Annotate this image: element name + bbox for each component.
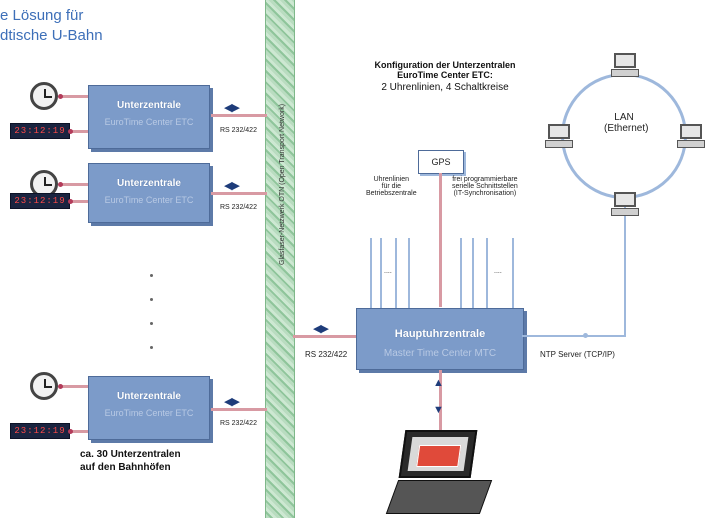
clock-link bbox=[60, 95, 88, 98]
clock-line bbox=[380, 238, 382, 308]
wall-clock-icon bbox=[30, 372, 58, 400]
link-dot bbox=[58, 182, 63, 187]
substation-subtitle: EuroTime Center ETC bbox=[104, 117, 194, 127]
clock-link bbox=[60, 385, 88, 388]
clock-lines-line1: Uhrenlinien bbox=[373, 176, 409, 183]
backbone-label: Glasfaser-Netzwerk OTN (Open Transport N… bbox=[279, 103, 286, 265]
computer-icon bbox=[545, 124, 573, 150]
substation-subtitle: EuroTime Center ETC bbox=[104, 195, 194, 205]
configuration-heading: Konfiguration der Unterzentralen EuroTim… bbox=[345, 60, 545, 93]
serial-line1: frei programmierbare bbox=[452, 176, 518, 183]
bidirectional-arrow-icon: ◀▶ bbox=[224, 396, 240, 408]
interface-label: RS 232/422 bbox=[220, 420, 257, 427]
laptop-screen bbox=[398, 430, 478, 478]
link-dot bbox=[58, 94, 63, 99]
substation-link bbox=[211, 114, 267, 117]
display-link bbox=[70, 200, 88, 203]
laptop-icon bbox=[385, 430, 493, 518]
diagram-title-line1: e Lösung für bbox=[0, 7, 84, 24]
clock-lines-line2: für die bbox=[381, 183, 402, 190]
master-name: Hauptuhrzentrale bbox=[394, 328, 486, 340]
display-link bbox=[70, 130, 88, 133]
substation-name: Unterzentrale bbox=[117, 178, 181, 189]
substation-subtitle: EuroTime Center ETC bbox=[104, 408, 194, 418]
interface-label: RS 232/422 bbox=[220, 127, 257, 134]
down-arrow-icon: ▼ bbox=[433, 404, 444, 416]
ellipsis-dot bbox=[150, 274, 153, 277]
diagram-title-line2: dtische U-Bahn bbox=[0, 27, 103, 44]
serial-line bbox=[512, 238, 514, 308]
substation-link bbox=[211, 408, 267, 411]
link-dot bbox=[68, 199, 73, 204]
up-arrow-icon: ▲ bbox=[433, 377, 444, 389]
link-dot bbox=[68, 129, 73, 134]
clock-link bbox=[60, 183, 88, 186]
ntp-label: NTP Server (TCP/IP) bbox=[540, 350, 615, 359]
ellipsis-dot bbox=[150, 346, 153, 349]
serial-line bbox=[486, 238, 488, 308]
ntp-link bbox=[522, 335, 626, 337]
serial-line2: serielle Schnittstellen bbox=[452, 183, 518, 190]
substation-name: Unterzentrale bbox=[117, 100, 181, 111]
lan-line2: (Ethernet) bbox=[604, 123, 649, 134]
clock-line bbox=[395, 238, 397, 308]
ellipsis-dot bbox=[150, 322, 153, 325]
configuration-line1: Konfiguration der Unterzentralen bbox=[374, 60, 516, 70]
computer-icon bbox=[611, 53, 639, 79]
lan-label: LAN (Ethernet) bbox=[604, 112, 649, 134]
clock-line bbox=[370, 238, 372, 308]
clock-line bbox=[408, 238, 410, 308]
substation-link bbox=[211, 192, 267, 195]
digital-clock-display: 23:12:19 bbox=[10, 123, 70, 139]
master-link bbox=[293, 335, 356, 338]
note-line2: auf den Bahnhöfen bbox=[80, 462, 171, 473]
ntp-link-vertical bbox=[624, 198, 626, 337]
note-line1: ca. 30 Unterzentralen bbox=[80, 449, 181, 460]
master-time-center-box: Hauptuhrzentrale Master Time Center MTC bbox=[356, 308, 524, 370]
clock-lines-line3: Betriebszentrale bbox=[366, 190, 417, 197]
link-dot bbox=[58, 384, 63, 389]
configuration-line2: EuroTime Center ETC: bbox=[397, 70, 493, 80]
wall-clock-icon bbox=[30, 82, 58, 110]
clock-lines-label: Uhrenlinien für die Betriebszentrale bbox=[366, 176, 417, 197]
laptop-screen-inner bbox=[407, 437, 469, 471]
computer-icon bbox=[677, 124, 705, 150]
link-dot bbox=[68, 429, 73, 434]
serial-line bbox=[472, 238, 474, 308]
computer-icon bbox=[611, 192, 639, 218]
dashes-label: .... bbox=[494, 268, 502, 275]
lan-ring bbox=[561, 73, 687, 199]
laptop-app-window bbox=[416, 445, 462, 467]
master-interface-label: RS 232/422 bbox=[305, 350, 348, 359]
fiber-backbone bbox=[265, 0, 295, 518]
configuration-line3: 2 Uhrenlinien, 4 Schaltkreise bbox=[381, 82, 509, 93]
substation-box-3: Unterzentrale EuroTime Center ETC bbox=[88, 376, 210, 440]
laptop-keyboard bbox=[385, 480, 493, 514]
display-link bbox=[70, 430, 88, 433]
interface-label: RS 232/422 bbox=[220, 204, 257, 211]
link-dot bbox=[583, 333, 588, 338]
gps-link bbox=[439, 173, 442, 307]
lan-line1: LAN bbox=[614, 112, 634, 123]
substation-box-2: Unterzentrale EuroTime Center ETC bbox=[88, 163, 210, 223]
bidirectional-arrow-icon: ◀▶ bbox=[224, 180, 240, 192]
serial-interfaces-label: frei programmierbare serielle Schnittste… bbox=[452, 176, 518, 197]
laptop-link bbox=[439, 370, 442, 430]
bidirectional-arrow-icon: ◀▶ bbox=[313, 323, 329, 335]
digital-clock-display: 23:12:19 bbox=[10, 423, 70, 439]
ellipsis-dot bbox=[150, 298, 153, 301]
substation-count-note: ca. 30 Unterzentralen auf den Bahnhöfen bbox=[80, 448, 181, 474]
bidirectional-arrow-icon: ◀▶ bbox=[224, 102, 240, 114]
digital-clock-display: 23:12:19 bbox=[10, 193, 70, 209]
gps-receiver: GPS bbox=[418, 150, 464, 174]
master-subtitle: Master Time Center MTC bbox=[383, 348, 497, 359]
dashes-label: .... bbox=[384, 268, 392, 275]
substation-name: Unterzentrale bbox=[117, 391, 181, 402]
substation-box-1: Unterzentrale EuroTime Center ETC bbox=[88, 85, 210, 149]
serial-line bbox=[460, 238, 462, 308]
serial-line3: (IT-Synchronisation) bbox=[453, 190, 517, 197]
